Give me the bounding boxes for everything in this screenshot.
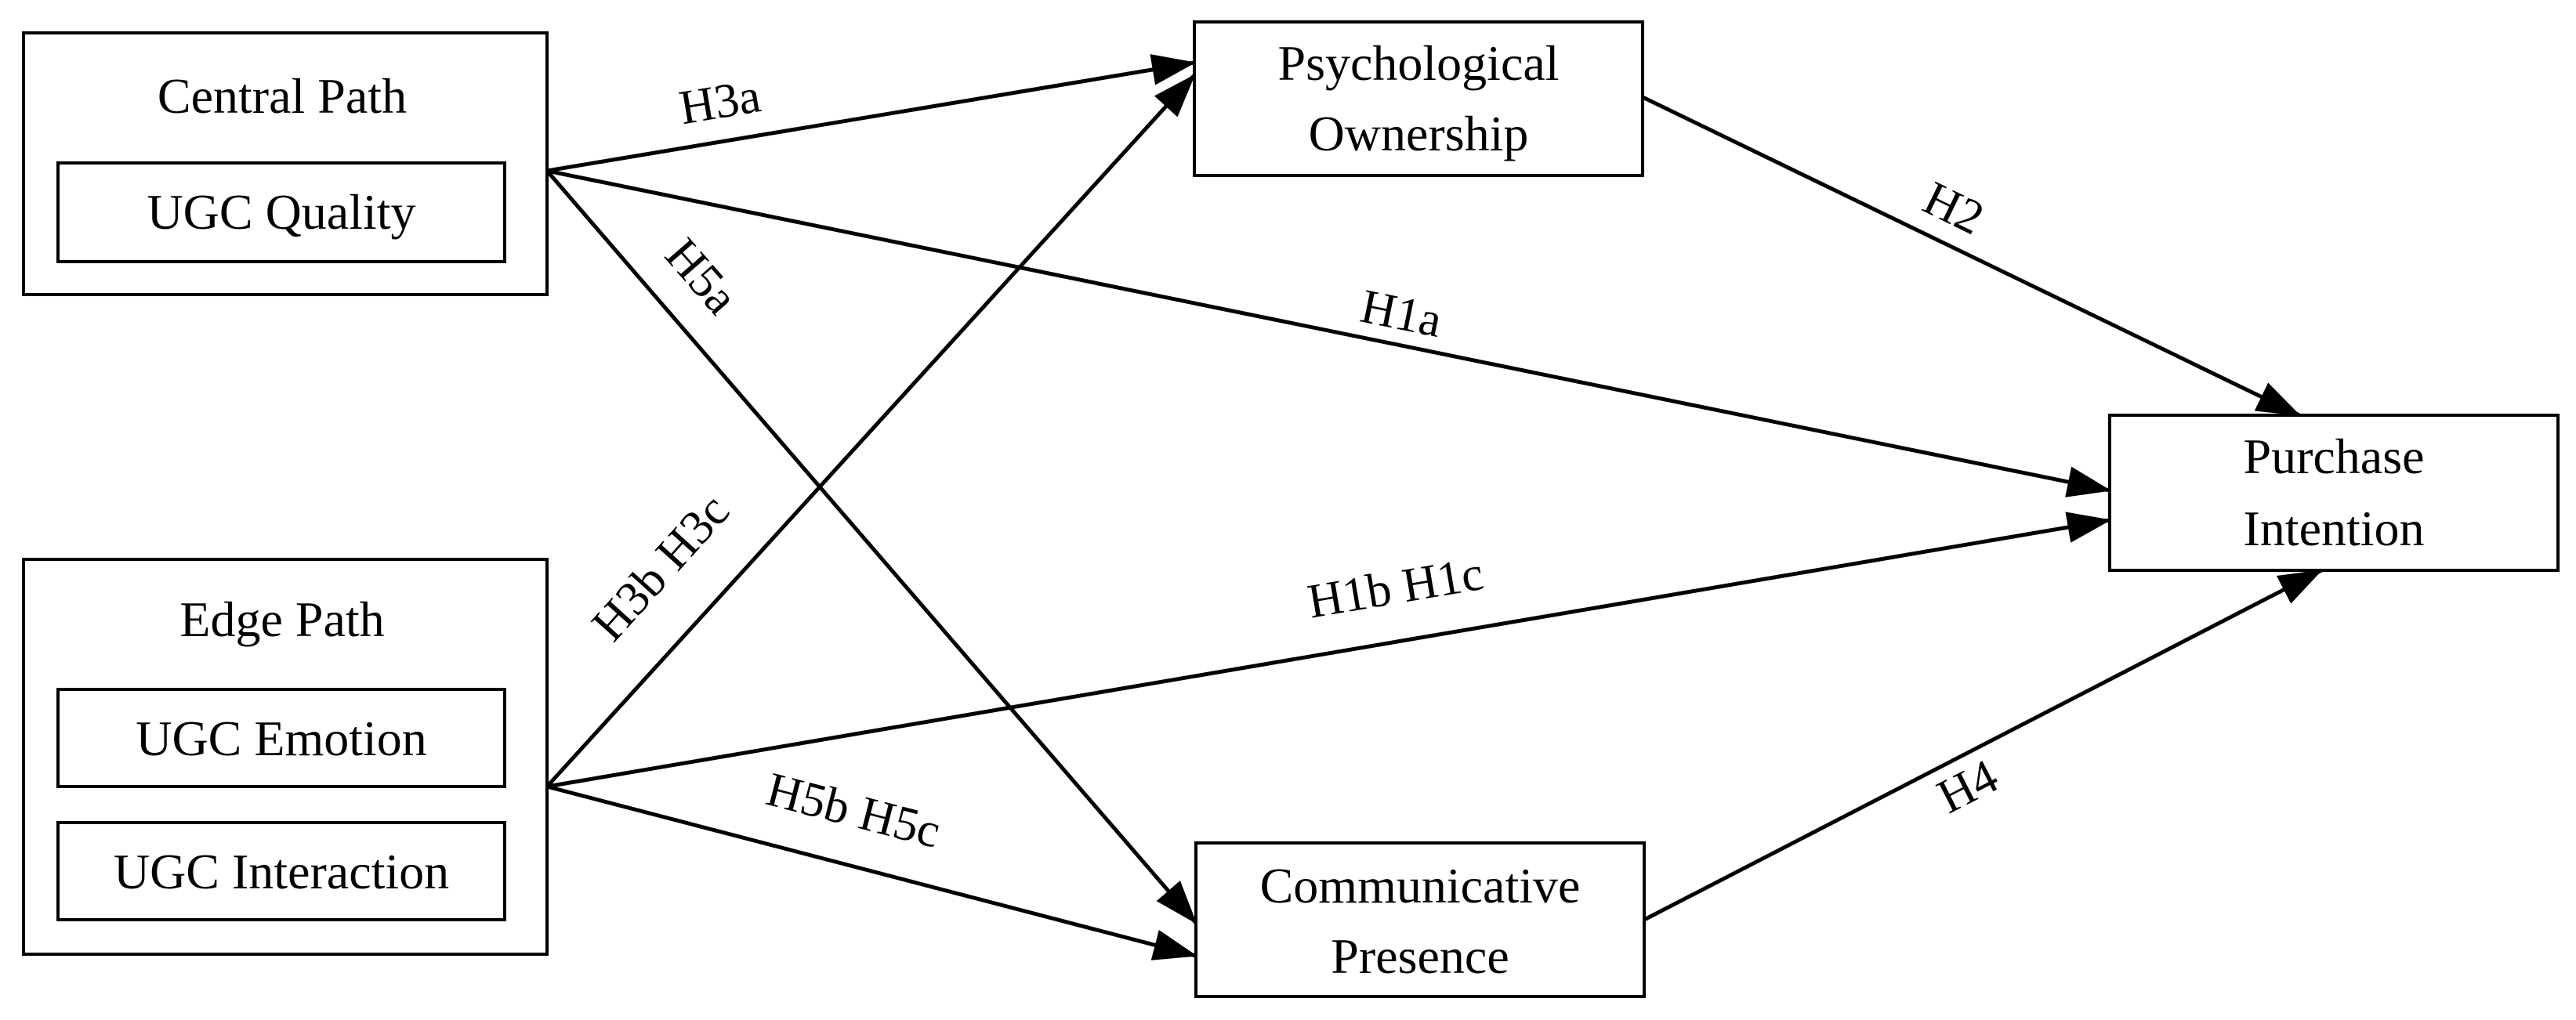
purchase-intention-line2: Intention <box>2243 501 2424 556</box>
edge-h4-arrow <box>1643 568 2323 922</box>
ugc-quality-box <box>56 161 506 263</box>
central-path-title: Central Path <box>158 68 407 124</box>
psychological-ownership-node: Psychological Ownership <box>1193 20 1644 177</box>
communicative-presence-line1: Communicative <box>1260 858 1581 913</box>
edges <box>545 54 2323 960</box>
edge-h2-arrow <box>1641 95 2301 418</box>
communicative-presence-box <box>1194 841 1646 998</box>
edge-path-title: Edge Path <box>179 591 384 647</box>
communicative-presence-node: Communicative Presence <box>1194 841 1646 998</box>
communicative-presence-line2: Presence <box>1331 928 1509 984</box>
edge-h3b-h3c-label: H3b H3c <box>582 484 739 651</box>
ugc-quality-label: UGC Quality <box>147 184 415 240</box>
edge-h3a-label: H3a <box>676 69 764 135</box>
ugc-interaction-label: UGC Interaction <box>114 844 449 899</box>
edge-h4-label: H4 <box>1929 750 2006 824</box>
edge-h5b-h5c-label: H5b H5c <box>761 762 945 858</box>
central-path-group: Central Path UGC Quality <box>22 31 549 296</box>
ugc-emotion-label: UGC Emotion <box>136 711 427 766</box>
edge-h3a-arrow <box>546 54 1196 173</box>
purchase-intention-line1: Purchase <box>2243 429 2424 484</box>
psychological-ownership-line1: Psychological <box>1277 35 1559 91</box>
edge-h1b-h1c-label: H1b H1c <box>1304 547 1487 629</box>
edge-h1b-h1c-arrow <box>546 512 2111 789</box>
edge-h5b-h5c-arrow <box>546 784 1197 960</box>
ugc-interaction-box <box>56 821 506 921</box>
edge-h5a-arrow <box>545 169 1197 924</box>
edge-h3b-h3c-arrow <box>545 74 1196 788</box>
psychological-ownership-box <box>1193 20 1644 177</box>
ugc-emotion-box <box>56 688 506 788</box>
psychological-ownership-line2: Ownership <box>1309 106 1529 161</box>
edge-labels: H3a H5a H1a H3b H3c H1b H1c H5b H5c H2 H… <box>582 69 2006 859</box>
purchase-intention-node: Purchase Intention <box>2108 414 2560 572</box>
edge-h1a-arrow <box>546 168 2111 497</box>
edge-path-group: Edge Path UGC Emotion UGC Interaction <box>22 558 549 956</box>
